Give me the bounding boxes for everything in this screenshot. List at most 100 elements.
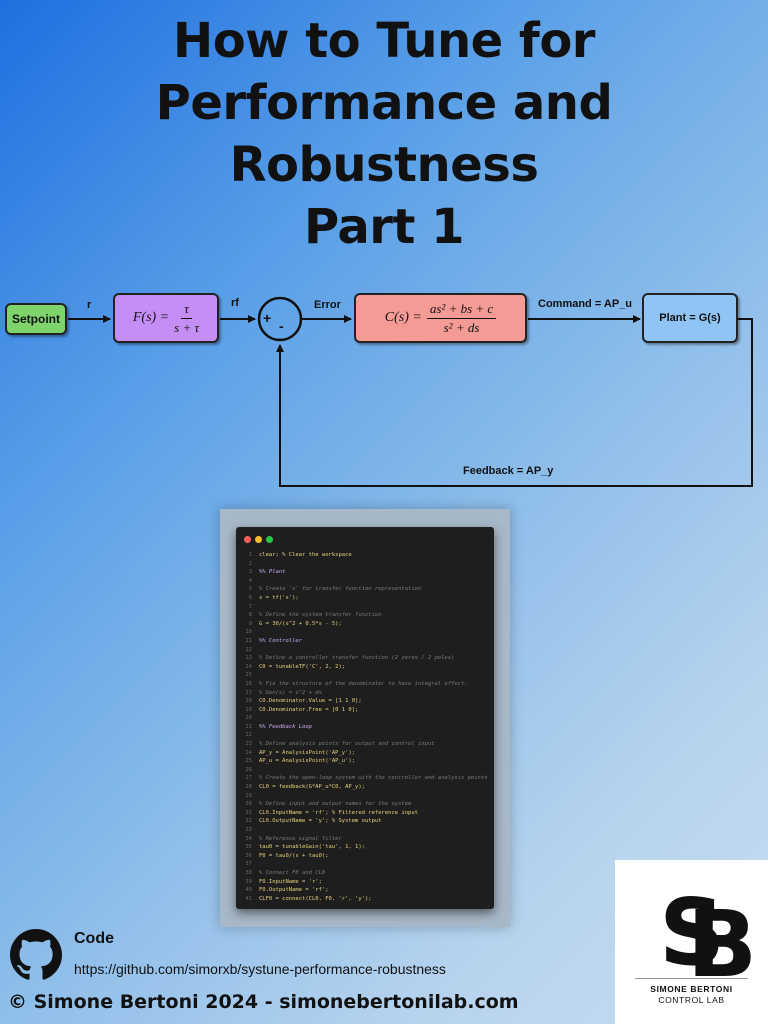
code-line-number: 32 xyxy=(245,818,252,825)
sum-minus-sign: - xyxy=(279,318,284,334)
code-line: 7 xyxy=(242,603,487,612)
title-line-3: Robustness xyxy=(229,137,539,193)
code-line: 19 C0.Denominator.Free = [0 1 0]; xyxy=(242,706,487,715)
filter-block: F(s) = τ s + τ xyxy=(113,293,219,343)
code-line-number: 12 xyxy=(245,646,252,653)
code-line: 24 AP_y = AnalysisPoint('AP_y'); xyxy=(242,749,487,758)
code-line-number: 41 xyxy=(245,895,252,902)
code-line-number: 1 xyxy=(248,552,252,558)
window-close-dot xyxy=(244,536,251,543)
code-line: 3%% Plant xyxy=(242,568,487,577)
code-line-text: G = 30/(s^2 + 0.5*s - 5); xyxy=(259,620,342,627)
code-line-number: 18 xyxy=(245,698,252,705)
github-link[interactable]: https://github.com/simorxb/systune-perfo… xyxy=(74,961,446,977)
block-diagram-wires xyxy=(68,296,753,487)
code-line-number: 24 xyxy=(245,749,252,756)
code-line-number: 38 xyxy=(245,869,252,876)
code-line-text: C0.Denominator.Free = [0 1 0]; xyxy=(259,706,359,713)
code-line: 5 % Create 's' for transfer function repr… xyxy=(242,585,487,594)
code-line-text: F0 = tau0/(s + tau0); xyxy=(259,852,329,859)
code-line: 21%% Feedback Loop xyxy=(242,723,487,732)
window-maximize-dot xyxy=(266,536,273,543)
filter-denominator: s + τ xyxy=(174,319,200,335)
signal-error-label: Error xyxy=(314,299,341,311)
code-line-text: CLF0 = connect(CL0, F0, 'r', 'y'); xyxy=(259,895,372,902)
code-line: 41 CLF0 = connect(CL0, F0, 'r', 'y'); xyxy=(242,895,487,904)
summing-junction xyxy=(257,296,303,342)
code-line: 40 F0.OutputName = 'rf'; xyxy=(242,886,487,895)
code-line-text: clear; % Clear the workspace xyxy=(259,552,352,558)
filter-fraction: τ s + τ xyxy=(174,301,199,336)
lab-logo: S B SIMONE BERTONI CONTROL LAB xyxy=(615,860,768,1024)
filter-numerator: τ xyxy=(181,301,192,319)
sb-monogram-logo: S B xyxy=(659,879,757,988)
code-line-text: % Create the open-loop system with the c… xyxy=(259,775,488,782)
code-line-number: 20 xyxy=(245,715,252,722)
code-line: 37 xyxy=(242,860,487,869)
plant-block: Plant = G(s) xyxy=(642,293,738,343)
code-line-number: 21 xyxy=(245,723,252,730)
signal-rf-label: rf xyxy=(231,297,239,309)
code-line-number: 25 xyxy=(245,758,252,765)
code-line-number: 4 xyxy=(248,577,252,584)
setpoint-label: Setpoint xyxy=(12,312,60,326)
code-line: 33 xyxy=(242,826,487,835)
code-line: 9 G = 30/(s^2 + 0.5*s - 5); xyxy=(242,620,487,629)
setpoint-block: Setpoint xyxy=(5,303,67,335)
code-line-number: 6 xyxy=(248,594,252,601)
code-line-text: % Connect F0 and CL0 xyxy=(259,869,326,876)
code-line-number: 16 xyxy=(245,680,252,687)
code-line-number: 7 xyxy=(248,603,252,610)
code-line-text: % Define analysis points for output and … xyxy=(259,741,435,748)
logo-subtitle: CONTROL LAB xyxy=(658,995,725,1005)
code-line: 11%% Controller xyxy=(242,637,487,646)
code-line: 15 xyxy=(242,671,487,680)
code-line-text: tau0 = tunableGain('tau', 1, 1); xyxy=(259,844,365,851)
code-line-text: AP_y = AnalysisPoint('AP_y'); xyxy=(259,749,356,756)
svg-text:S: S xyxy=(659,879,725,986)
code-line: 8% Define the system transfer function xyxy=(242,611,487,620)
controller-formula: C(s) = as² + bs + c s² + ds xyxy=(385,301,497,336)
sum-plus-sign: + xyxy=(263,310,272,326)
code-line: 29 xyxy=(242,792,487,801)
code-line: 26 xyxy=(242,766,487,775)
code-line-number: 5 xyxy=(248,586,252,593)
code-line-number: 14 xyxy=(245,663,252,670)
code-line-number: 10 xyxy=(245,629,252,636)
code-line: 32 CL0.OutputName = 'y'; % System output xyxy=(242,817,487,826)
code-line-text: F0.OutputName = 'rf'; xyxy=(259,887,329,894)
code-line-number: 29 xyxy=(245,792,252,799)
code-line-number: 9 xyxy=(248,620,252,627)
window-minimize-dot xyxy=(255,536,262,543)
controller-block: C(s) = as² + bs + c s² + ds xyxy=(354,293,527,343)
code-line-text: % Define a controller transfer function … xyxy=(259,655,455,662)
title-line-2: Performance and xyxy=(155,75,613,131)
logo-name: SIMONE BERTONI xyxy=(650,984,733,994)
code-line-text: CL0.OutputName = 'y'; % System output xyxy=(259,818,382,825)
page-title: How to Tune for Performance and Robustne… xyxy=(0,10,768,258)
code-line-number: 3 xyxy=(248,569,252,576)
code-line-text: AP_u = AnalysisPoint('AP_u'); xyxy=(259,758,356,765)
code-line-number: 40 xyxy=(245,887,252,894)
svg-text:B: B xyxy=(687,891,757,988)
filter-lhs: F(s) = xyxy=(132,310,170,325)
signal-command-label: Command = AP_u xyxy=(538,298,633,310)
github-icon xyxy=(10,929,62,980)
code-line: 4 xyxy=(242,577,487,586)
copyright-text: © Simone Bertoni 2024 - simonebertonilab… xyxy=(8,991,519,1013)
code-line-text: CL0 = feedback(G*AP_u*C0, AP_y); xyxy=(259,784,365,791)
code-line-number: 22 xyxy=(245,732,252,739)
code-line: 34% Reference signal filter xyxy=(242,835,487,844)
code-line-number: 19 xyxy=(245,706,252,713)
code-line-number: 31 xyxy=(245,809,252,816)
code-line-text: % Fix the structure of the denominator t… xyxy=(259,680,468,687)
code-line-text: % Den(s) = s^2 + ds xyxy=(259,689,322,696)
code-line-number: 8 xyxy=(248,612,252,619)
code-line-text: % Create 's' for transfer function repre… xyxy=(259,586,422,593)
